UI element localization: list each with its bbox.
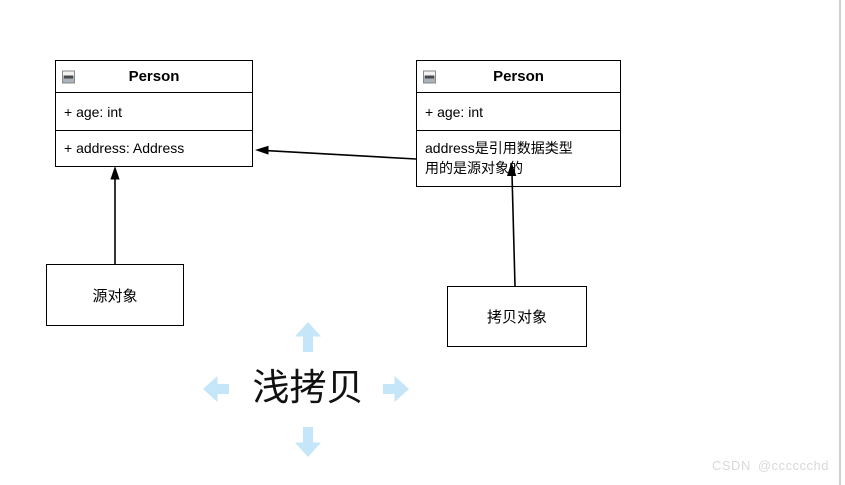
connector-copy-to-source	[255, 145, 417, 160]
attribute-address: + address: Address	[56, 130, 252, 165]
uml-class-header: Person	[417, 61, 620, 93]
quick-arrow-up-icon	[295, 322, 321, 352]
note-line-2: 用的是源对象的	[425, 160, 523, 176]
arrowhead-left	[255, 145, 269, 155]
quick-arrow-right-icon	[383, 376, 409, 402]
caption-shallow-copy: 浅拷贝	[252, 367, 364, 408]
node-copy-object: 拷贝对象	[447, 286, 587, 347]
class-title: Person	[493, 68, 544, 85]
watermark-brand: CSDN	[712, 458, 751, 473]
collapse-icon	[423, 70, 436, 83]
class-title: Person	[128, 68, 180, 85]
address-note: address是引用数据类型 用的是源对象的	[417, 130, 620, 185]
watermark: CSDN @cccccchd	[712, 458, 829, 473]
node-source-object: 源对象	[46, 264, 184, 326]
uml-class-person-copy: Person + age: int address是引用数据类型 用的是源对象的	[416, 60, 621, 187]
quick-arrow-down-icon	[295, 427, 321, 457]
uml-class-header: Person	[56, 61, 252, 93]
page-edge-line	[839, 0, 841, 485]
watermark-handle: @cccccchd	[757, 458, 830, 473]
attribute-age: + age: int	[64, 103, 122, 120]
attribute-age: + age: int	[425, 103, 483, 120]
connector-source-object	[110, 166, 120, 264]
uml-class-person-source: Person + age: int + address: Address	[55, 60, 253, 167]
collapse-icon	[62, 70, 75, 83]
quick-arrow-left-icon	[203, 376, 229, 402]
note-line-1: address是引用数据类型	[425, 140, 573, 156]
arrowhead-up	[110, 166, 120, 180]
